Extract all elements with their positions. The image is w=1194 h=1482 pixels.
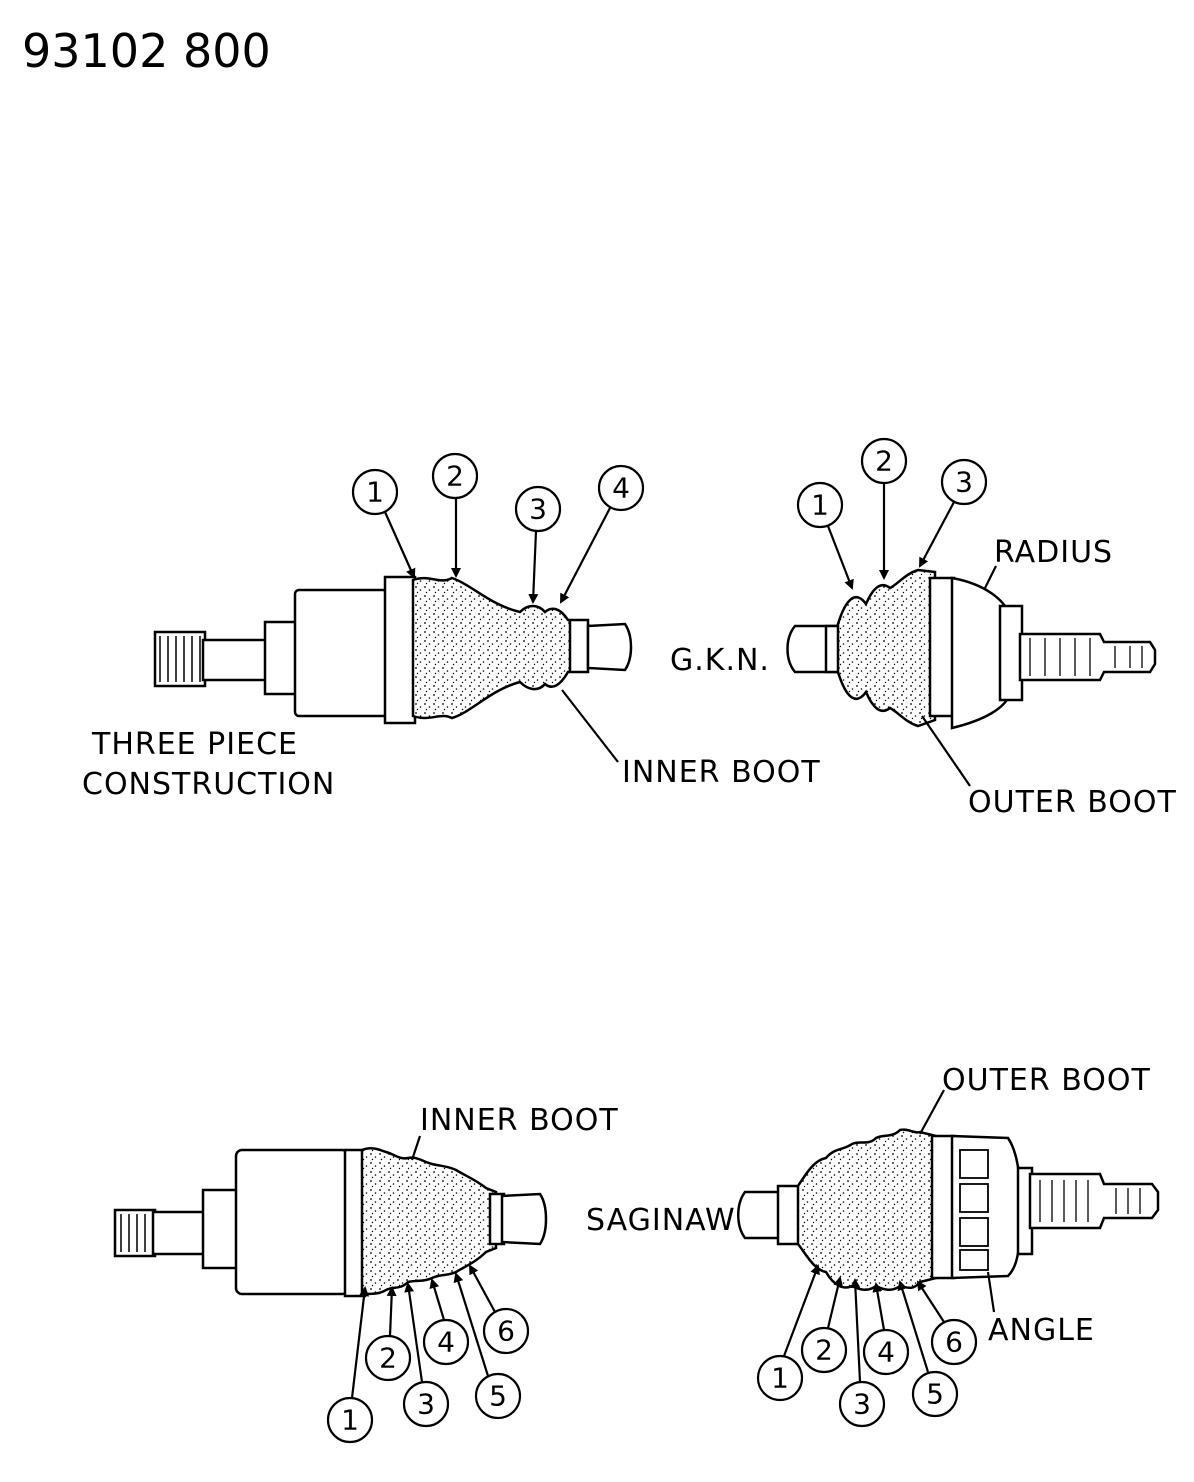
saginaw-inner-callout-5: 5 xyxy=(453,1272,522,1420)
saginaw-label: SAGINAW xyxy=(586,1203,736,1238)
saginaw-outer-clamp xyxy=(776,1184,802,1246)
svg-text:6: 6 xyxy=(497,1315,515,1348)
boot-clamp xyxy=(568,618,590,674)
svg-text:1: 1 xyxy=(811,489,829,522)
saginaw-inner-callout-4: 4 xyxy=(422,1278,470,1366)
saginaw-outer-boot-band xyxy=(930,1134,956,1280)
gkn-outer-boot-leader xyxy=(921,715,971,787)
saginaw-inner-boot-label: INNER BOOT xyxy=(420,1103,619,1138)
joint-housing xyxy=(293,588,389,718)
gkn-outer-boot-label: OUTER BOOT xyxy=(968,785,1177,820)
saginaw-outer-callout-4: 4 xyxy=(862,1282,910,1376)
saginaw-outer-callout-5: 5 xyxy=(897,1280,959,1418)
saginaw-outer-callout-6: 6 xyxy=(916,1280,978,1366)
svg-text:1: 1 xyxy=(366,476,384,509)
callout-1: 1 xyxy=(351,468,416,579)
gkn-callout-3: 3 xyxy=(919,458,988,568)
saginaw-outer-stub xyxy=(1028,1172,1160,1230)
inner-boot-leader xyxy=(561,689,619,763)
svg-text:3: 3 xyxy=(955,466,973,499)
svg-text:6: 6 xyxy=(945,1326,963,1359)
svg-text:2: 2 xyxy=(446,460,464,493)
saginaw-inner-callout-6: 6 xyxy=(469,1264,530,1355)
angle-label: ANGLE xyxy=(988,1313,1095,1348)
svg-text:5: 5 xyxy=(489,1380,507,1413)
angle-leader xyxy=(986,1271,996,1313)
saginaw-outer-callout-1: 1 xyxy=(756,1264,820,1402)
three-piece-label-line1: THREE PIECE xyxy=(91,727,298,762)
gkn-callout-2: 2 xyxy=(860,437,908,580)
saginaw-outer-assembly: OUTER BOOT ANGLE 1 2 3 4 5 xyxy=(737,1063,1160,1428)
splined-stub xyxy=(153,630,207,688)
saginaw-outer-housing xyxy=(950,1134,1022,1280)
saginaw-outer-boot-shape xyxy=(796,1128,938,1291)
svg-text:5: 5 xyxy=(926,1378,944,1411)
saginaw-stub-shaft xyxy=(151,1210,207,1256)
saginaw-outer-boot-leader xyxy=(919,1089,945,1135)
three-piece-assembly: 1 2 3 4 INNER BOOT THREE PIECE CONSTRUCT… xyxy=(82,452,821,802)
inner-boot-label: INNER BOOT xyxy=(622,755,821,790)
callout-3: 3 xyxy=(514,485,562,604)
boot-band xyxy=(383,575,417,725)
saginaw-inner-boot-shape xyxy=(360,1147,498,1296)
saginaw-inner-assembly: INNER BOOT 1 2 3 4 5 6 xyxy=(113,1103,619,1444)
gkn-boot-band xyxy=(928,576,956,718)
svg-text:1: 1 xyxy=(341,1404,359,1437)
document-number: 93102 800 xyxy=(22,24,271,78)
svg-text:4: 4 xyxy=(877,1336,895,1369)
gkn-outer-boot-shape xyxy=(836,568,937,728)
callout-4: 4 xyxy=(560,464,645,604)
svg-text:3: 3 xyxy=(529,493,547,526)
svg-text:2: 2 xyxy=(875,445,893,478)
saginaw-inner-boot-leader xyxy=(410,1135,422,1161)
saginaw-inner-half-shaft xyxy=(500,1192,548,1246)
gkn-stub-shaft xyxy=(1018,632,1157,682)
saginaw-outer-half-shaft xyxy=(737,1190,782,1240)
svg-text:3: 3 xyxy=(417,1388,435,1421)
stub-collar xyxy=(263,620,299,696)
radius-leader xyxy=(984,565,997,589)
gkn-hub xyxy=(998,604,1024,702)
gkn-callout-1: 1 xyxy=(796,481,854,590)
saginaw-outer-callout-2: 2 xyxy=(800,1276,848,1374)
svg-text:4: 4 xyxy=(437,1326,455,1359)
callout-2: 2 xyxy=(431,452,479,578)
svg-text:3: 3 xyxy=(853,1388,871,1421)
svg-text:4: 4 xyxy=(612,472,630,505)
svg-text:2: 2 xyxy=(815,1334,833,1367)
stub-shaft xyxy=(201,638,270,682)
gkn-label: G.K.N. xyxy=(670,643,770,678)
saginaw-inner-callout-2: 2 xyxy=(364,1286,412,1382)
saginaw-inner-callout-1: 1 xyxy=(326,1286,374,1444)
gkn-assembly: G.K.N. 1 2 3 xyxy=(670,437,1177,820)
svg-text:1: 1 xyxy=(771,1362,789,1395)
three-piece-label-line2: CONSTRUCTION xyxy=(82,767,335,802)
svg-text:2: 2 xyxy=(379,1342,397,1375)
saginaw-housing xyxy=(234,1148,350,1296)
saginaw-outer-boot-label: OUTER BOOT xyxy=(942,1063,1151,1098)
saginaw-outer-callout-3: 3 xyxy=(838,1278,886,1428)
saginaw-inner-callout-3: 3 xyxy=(402,1282,450,1428)
half-shaft xyxy=(586,622,633,672)
radius-label: RADIUS xyxy=(994,535,1113,570)
saginaw-stub-collar xyxy=(201,1188,241,1270)
